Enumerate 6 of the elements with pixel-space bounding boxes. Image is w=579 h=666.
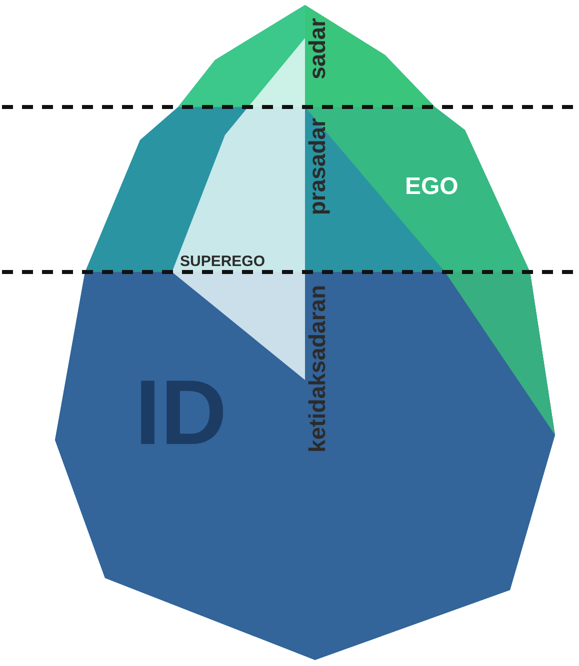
level-label: ketidaksadaran xyxy=(306,285,329,452)
region-label: SUPEREGO xyxy=(180,254,266,269)
region-label: EGO xyxy=(405,175,458,199)
id-region xyxy=(55,272,555,660)
level-label: sadar xyxy=(306,18,329,80)
level-label: prasadar xyxy=(306,118,329,216)
